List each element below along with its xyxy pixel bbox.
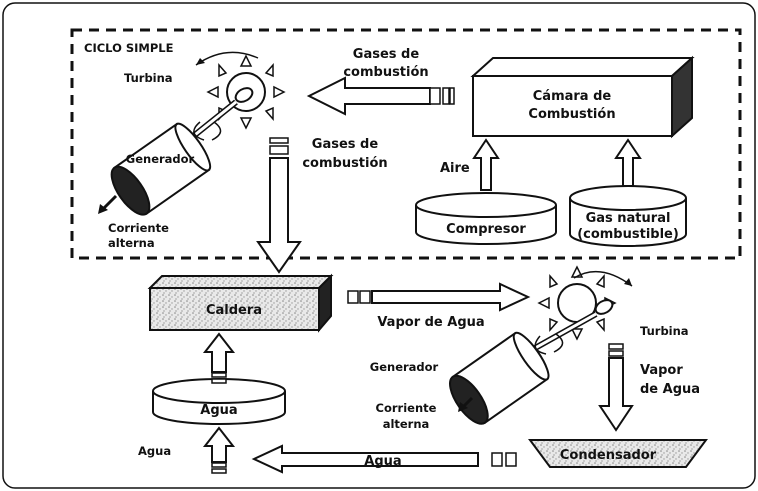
fuel-arrow [614, 138, 642, 187]
natural-gas-tank: Gas natural (combustible) [569, 185, 687, 247]
current-label-bottom-1: Corriente [376, 401, 437, 415]
boiler-label: Caldera [206, 303, 262, 318]
flue-gas-label-mid-2: combustión [302, 156, 387, 171]
condenser-label: Condensador [560, 448, 657, 463]
steam-turbine-label: Turbina [640, 324, 689, 338]
water-arrow-up-top [202, 332, 236, 384]
compressor-label: Compresor [446, 222, 526, 237]
gas-turbine [195, 51, 286, 130]
water-tank-label: Agua [200, 403, 237, 418]
steam-label-2a: Vapor [640, 363, 683, 378]
generator-top-label: Generador [126, 152, 195, 166]
gas-turbine-label: Turbina [124, 71, 173, 85]
flue-gas-arrow-down [256, 137, 302, 274]
natural-gas-label-1: Gas natural [586, 211, 671, 226]
simple-cycle-boundary [70, 28, 742, 260]
boiler: Caldera [147, 273, 334, 333]
water-label-left: Agua [138, 444, 171, 458]
flue-gas-label-top-1: Gases de [353, 47, 420, 62]
water-arrow-up-bottom [202, 426, 236, 474]
current-label-top-1: Corriente [108, 221, 169, 235]
flue-gas-arrow-top [306, 76, 455, 116]
condenser: Condensador [528, 439, 708, 468]
flue-gas-label-top-2: combustión [343, 65, 428, 80]
generator-top: Generador [110, 122, 212, 216]
generator-bottom-label: Generador [370, 360, 439, 374]
combustion-chamber: Cámara de Combustión [470, 55, 695, 139]
steam-arrow-right [347, 282, 531, 312]
steam-turbine [537, 265, 633, 341]
steam-arrow-down [598, 343, 634, 432]
combustion-chamber-label-1: Cámara de [533, 89, 612, 104]
air-arrow [472, 138, 500, 191]
current-label-bottom-2: alterna [383, 417, 430, 431]
combustion-chamber-label-2: Combustión [528, 107, 615, 122]
steam-label-2b: de Agua [640, 382, 700, 397]
current-label-top-2: alterna [108, 236, 155, 250]
steam-label-1: Vapor de Agua [377, 315, 484, 330]
air-label: Aire [440, 161, 470, 176]
simple-cycle-title: CICLO SIMPLE [84, 41, 174, 55]
compressor: Compresor [415, 192, 557, 245]
flue-gas-label-mid-1: Gases de [312, 137, 379, 152]
water-return-arrow [251, 444, 517, 474]
natural-gas-label-2: (combustible) [577, 227, 679, 242]
water-arrow-label: Agua [364, 454, 401, 469]
water-tank: Agua [152, 378, 286, 425]
